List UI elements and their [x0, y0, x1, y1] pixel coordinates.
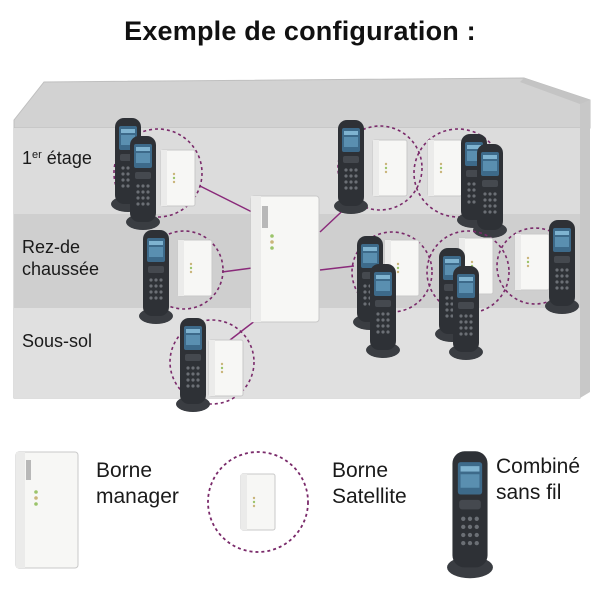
- satellite-group-4: [334, 120, 423, 214]
- satellite-group-7: [426, 230, 510, 360]
- manager-base: [250, 195, 320, 323]
- page-title: Exemple de configuration :: [124, 16, 476, 46]
- satellite-group-5: [413, 128, 507, 238]
- satellite-group-8: [496, 220, 579, 314]
- legend-satellite-icon: [207, 451, 309, 553]
- legend-handset-icon: [447, 451, 493, 579]
- satellite-group-1: [111, 118, 203, 230]
- floor-label-ground: Rez-de chaussée: [22, 237, 100, 279]
- legend-manager-icon: [15, 451, 79, 569]
- floor-label-basement: Sous-sol: [22, 331, 93, 351]
- legend-satellite-label: Borne Satellite: [332, 459, 407, 508]
- legend-handset-label: Combiné sans fil: [496, 455, 581, 504]
- legend-manager-label: Borne manager: [96, 459, 179, 508]
- satellite-group-6: [351, 231, 433, 358]
- floor-label-first: 1er étage: [22, 148, 92, 168]
- satellite-group-2: [139, 230, 224, 324]
- satellite-group-3: [169, 318, 255, 412]
